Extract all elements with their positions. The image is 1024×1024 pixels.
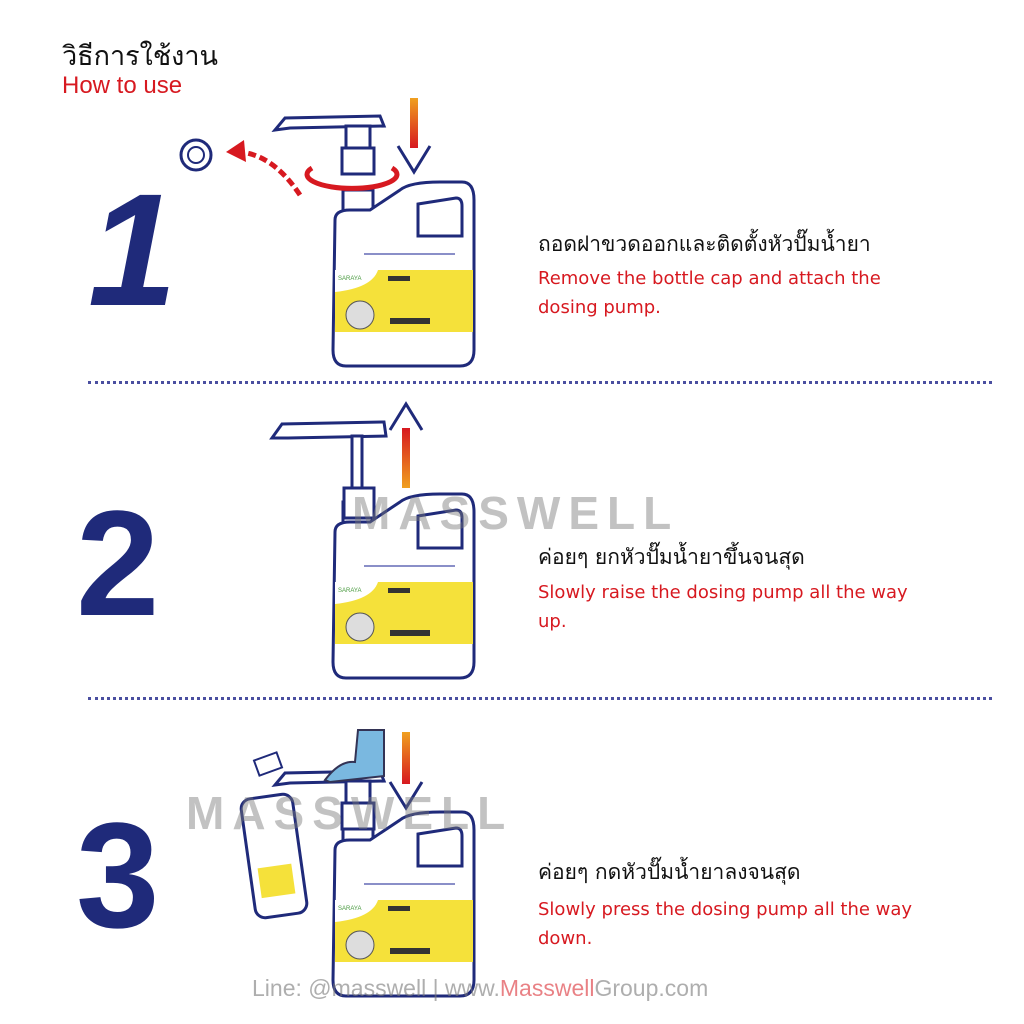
step-2-thai: ค่อยๆ ยกหัวปั๊มน้ำยาขึ้นจนสุด	[538, 545, 805, 569]
footer-brand: Masswell	[499, 975, 595, 1001]
bottle: SARAYA	[331, 180, 476, 368]
pump-head	[271, 114, 387, 176]
step-3-english: Slowly press the dosing pump all the way…	[538, 899, 913, 949]
rotate-arrow-icon	[304, 165, 400, 191]
gloved-hand-icon	[323, 729, 385, 784]
footer-prefix: Line: @masswell | www.	[252, 975, 500, 1001]
step-1-illustration: SARAYA	[179, 98, 476, 368]
bottle-brand: SARAYA	[338, 906, 361, 912]
watermark-brand: MASSWELL	[352, 487, 680, 539]
step-number-2: 2	[76, 479, 160, 647]
step-1-english: Remove the bottle cap and attach the dos…	[538, 268, 881, 318]
step-2-illustration: SARAYA	[269, 401, 476, 680]
arrow-down-icon	[388, 732, 424, 811]
divider	[88, 697, 992, 700]
step-number-3: 3	[76, 791, 160, 959]
step-3-illustration: SARAYA	[239, 729, 476, 998]
arrow-down-icon	[396, 98, 432, 175]
arrow-up-icon	[388, 401, 424, 488]
page-subtitle: How to use	[62, 72, 183, 99]
bottle-cap-icon	[179, 138, 213, 172]
bottle-brand: SARAYA	[338, 276, 361, 282]
pump-head	[269, 420, 388, 520]
refill-bottle	[239, 751, 309, 920]
step-2-english: Slowly raise the dosing pump all the way…	[538, 582, 908, 632]
page-title: วิธีการใช้งาน	[62, 41, 218, 72]
footer-contact: Line: @masswell | www.MasswellGroup.com	[252, 975, 709, 1001]
footer-suffix: Group.com	[594, 975, 709, 1001]
step-number-1: 1	[88, 160, 177, 339]
watermark-brand: MASSWELL	[186, 787, 514, 839]
step-3-thai: ค่อยๆ กดหัวปั๊มน้ำยาลงจนสุด	[538, 860, 801, 884]
bottle: SARAYA	[331, 810, 476, 998]
step-1-thai: ถอดฝาขวดออกและติดตั้งหัวปั๊มน้ำยา	[538, 232, 871, 256]
divider	[88, 381, 992, 384]
bottle-brand: SARAYA	[338, 588, 361, 594]
